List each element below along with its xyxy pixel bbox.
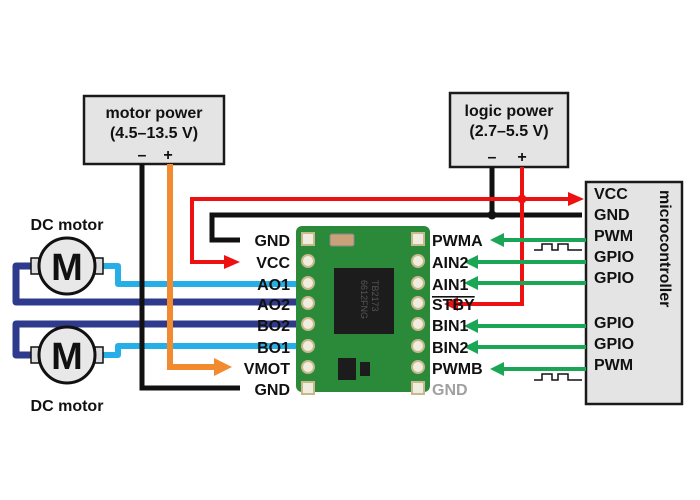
board-pad xyxy=(301,276,315,290)
board-pin-label-left: VCC xyxy=(256,255,290,272)
pwm-waveform-b-icon xyxy=(534,373,582,381)
board-pin-label-left: AO1 xyxy=(257,277,290,294)
board-pin-label-right: PWMA xyxy=(432,233,483,250)
arrow-icon xyxy=(464,255,478,269)
wire-ao1 xyxy=(100,263,296,287)
board-pin-label-right: STBY xyxy=(432,297,475,314)
mcu-pin-gpio-ain2: GPIO xyxy=(594,249,634,266)
right-pads xyxy=(411,232,425,395)
chip-marking-1: TB2173 xyxy=(370,280,380,312)
board-pin-label-left: GND xyxy=(254,382,290,399)
logic-power-supply: logic power (2.7–5.5 V) – + xyxy=(448,91,570,169)
arrow-icon xyxy=(490,362,504,376)
board-pin-label-left: BO1 xyxy=(257,340,290,357)
wire-ao2 xyxy=(12,262,296,306)
mcu-pin-gpio-bin2: GPIO xyxy=(594,336,634,353)
wire-bo1 xyxy=(100,343,296,358)
logic-power-range: (2.7–5.5 V) xyxy=(469,123,548,140)
dc-motor-b: M DC motor xyxy=(30,325,104,415)
board-pad xyxy=(301,254,315,268)
board-pad xyxy=(301,232,315,246)
wire-bo2 xyxy=(12,320,296,359)
board-pad xyxy=(301,296,315,310)
left-pads xyxy=(301,232,315,395)
motor-power-range: (4.5–13.5 V) xyxy=(110,125,198,142)
arrow-icon xyxy=(464,319,478,333)
board-pad xyxy=(411,381,425,395)
mcu-vcc-arrow-icon xyxy=(568,192,584,206)
board-pad xyxy=(301,360,315,374)
board-pin-label-right: PWMB xyxy=(432,361,483,378)
board-pin-label-left: GND xyxy=(254,233,290,250)
board-pad xyxy=(411,317,425,331)
board-pad xyxy=(411,339,425,353)
board-pad xyxy=(301,317,315,331)
logic-power-minus: – xyxy=(488,149,497,166)
motor-power-minus: – xyxy=(138,147,147,164)
board-pad xyxy=(411,276,425,290)
vmot-wire xyxy=(167,164,232,376)
board-pin-label-right: AIN1 xyxy=(432,277,469,294)
motor-a-wires xyxy=(12,262,296,359)
mcu-pin-pwm-a: PWM xyxy=(594,228,633,245)
board-vcc-arrow-icon xyxy=(224,255,240,269)
board-pin-label-left: BO2 xyxy=(257,318,290,335)
capacitor xyxy=(329,233,355,247)
microcontroller-title: microcontroller xyxy=(656,190,673,307)
board-pad xyxy=(301,381,315,395)
board-pad xyxy=(411,296,425,310)
motor-b-label: DC motor xyxy=(31,398,104,415)
vmot-arrow-icon xyxy=(214,358,232,376)
mcu-pin-gpio-ain1: GPIO xyxy=(594,270,634,287)
signal-arrows xyxy=(464,233,504,376)
motor-a-label: DC motor xyxy=(31,217,104,234)
driver-chip xyxy=(334,268,394,334)
board-pin-label-left: AO2 xyxy=(257,297,290,314)
arrow-icon xyxy=(490,233,504,247)
dc-motor-a: DC motor M xyxy=(30,217,104,296)
logic-vcc-wires xyxy=(190,167,570,306)
motor-power-title: motor power xyxy=(106,105,203,122)
pwm-waveform-icons xyxy=(534,243,582,381)
board-pad xyxy=(411,232,425,246)
stby-arrow-icon xyxy=(444,297,458,311)
board-pin-label-right: BIN2 xyxy=(432,340,469,357)
logic-power-plus: + xyxy=(517,149,526,166)
mcu-pin-gpio-bin1: GPIO xyxy=(594,315,634,332)
pwm-waveform-a-icon xyxy=(534,243,582,251)
mcu-pin-gnd: GND xyxy=(594,207,630,224)
microcontroller: microcontroller VCC GND PWM GPIO GPIO GP… xyxy=(584,180,684,406)
board-pin-label-right: AIN2 xyxy=(432,255,469,272)
motor-power-plus: + xyxy=(163,147,172,164)
logic-power-title: logic power xyxy=(465,103,554,120)
board-pin-label-right: BIN1 xyxy=(432,318,469,335)
board-pin-label-left: VMOT xyxy=(244,361,290,378)
wire-motor-gnd xyxy=(139,164,240,391)
arrow-icon xyxy=(464,276,478,290)
wire-vcc xyxy=(190,197,570,264)
motor-b-symbol: M xyxy=(51,336,83,378)
chip-marking-2: 6612FNG xyxy=(359,280,369,319)
motor-power-supply: motor power (4.5–13.5 V) – + xyxy=(82,94,226,166)
mcu-pin-vcc: VCC xyxy=(594,186,628,203)
wire-logic-gnd xyxy=(209,212,582,243)
vcc-junction xyxy=(517,194,527,204)
motor-a-symbol: M xyxy=(51,247,83,289)
tb6612fng-board: TB2173 6612FNG xyxy=(296,226,430,395)
board-pad xyxy=(411,360,425,374)
wire-stby xyxy=(456,167,524,306)
arrow-icon xyxy=(464,340,478,354)
board-pad xyxy=(301,339,315,353)
ground-wires xyxy=(139,164,582,391)
signal-wires xyxy=(476,238,586,371)
gnd-junction xyxy=(487,210,497,220)
mcu-pin-pwm-b: PWM xyxy=(594,357,633,374)
board-pad xyxy=(411,254,425,268)
board-pin-label-right: GND xyxy=(432,382,468,399)
